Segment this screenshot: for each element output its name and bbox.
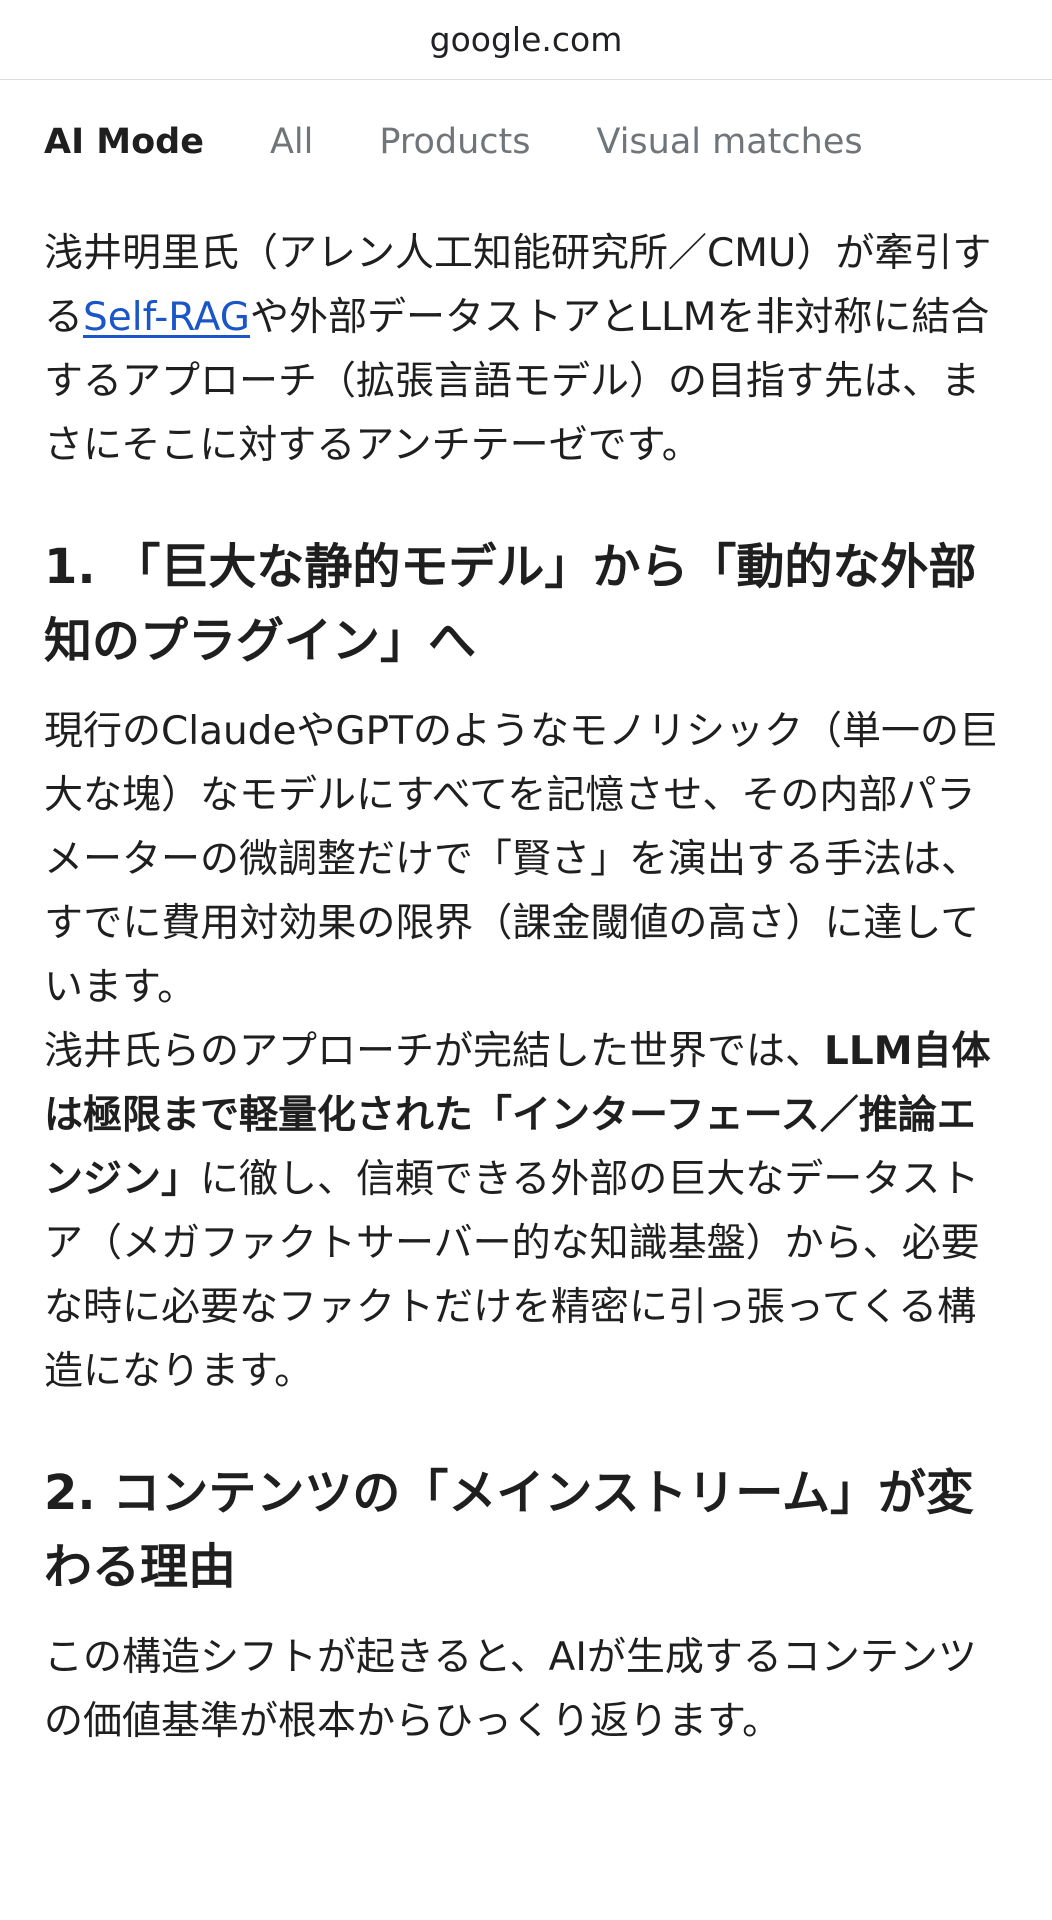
intro-paragraph: 浅井明里氏（アレン人工知能研究所／CMU）が牽引するSelf-RAGや外部データ… xyxy=(44,222,1008,478)
section-1-heading: 1. 「巨大な静的モデル」から「動的な外部知のプラグイン」へ xyxy=(44,539,977,669)
section-1-paragraph-1: 現行のClaudeやGPTのようなモノリシック（単一の巨大な塊）なモデルにすべて… xyxy=(44,709,998,1010)
intro-text-before: 浅井明里氏（アレン人工知能研究所／CMU）が牽引する xyxy=(44,231,992,340)
search-mode-tabs: AI Mode All Products Visual matches xyxy=(0,80,1052,204)
section-1-paragraph-2: 浅井氏らのアプローチが完結した世界では、LLM自体は極限まで軽量化された「インタ… xyxy=(44,1020,1008,1404)
ai-response: 浅井明里氏（アレン人工知能研究所／CMU）が牽引するSelf-RAGや外部データ… xyxy=(0,222,1052,1754)
self-rag-link[interactable]: Self-RAG xyxy=(83,295,251,340)
url-text: google.com xyxy=(429,20,623,59)
para2-bold-text: LLM自体は極限まで軽量化された「インターフェース／推論エンジン」 xyxy=(44,1029,991,1202)
tab-ai-mode[interactable]: AI Mode xyxy=(44,122,204,162)
intro-text-after: や外部データストアとLLMを非対称に結合するアプローチ（拡張言語モデル）の目指す… xyxy=(44,295,990,468)
para2-text-after: に徹し、信頼できる外部の巨大なデータストア（メガファクトサーバー的な知識基盤）か… xyxy=(44,1157,980,1394)
tab-all[interactable]: All xyxy=(269,122,314,162)
para2-text-before: 浅井氏らのアプローチが完結した世界では、 xyxy=(44,1029,825,1074)
address-bar[interactable]: google.com xyxy=(0,0,1052,80)
tab-visual-matches[interactable]: Visual matches xyxy=(596,122,863,162)
section-2-heading: 2. コンテンツの「メインストリーム」が変わる理由 xyxy=(44,1465,974,1595)
tab-products[interactable]: Products xyxy=(379,122,531,162)
section-2-paragraph-1: この構造シフトが起きると、AIが生成するコンテンツの価値基準が根本からひっくり返… xyxy=(44,1635,977,1744)
